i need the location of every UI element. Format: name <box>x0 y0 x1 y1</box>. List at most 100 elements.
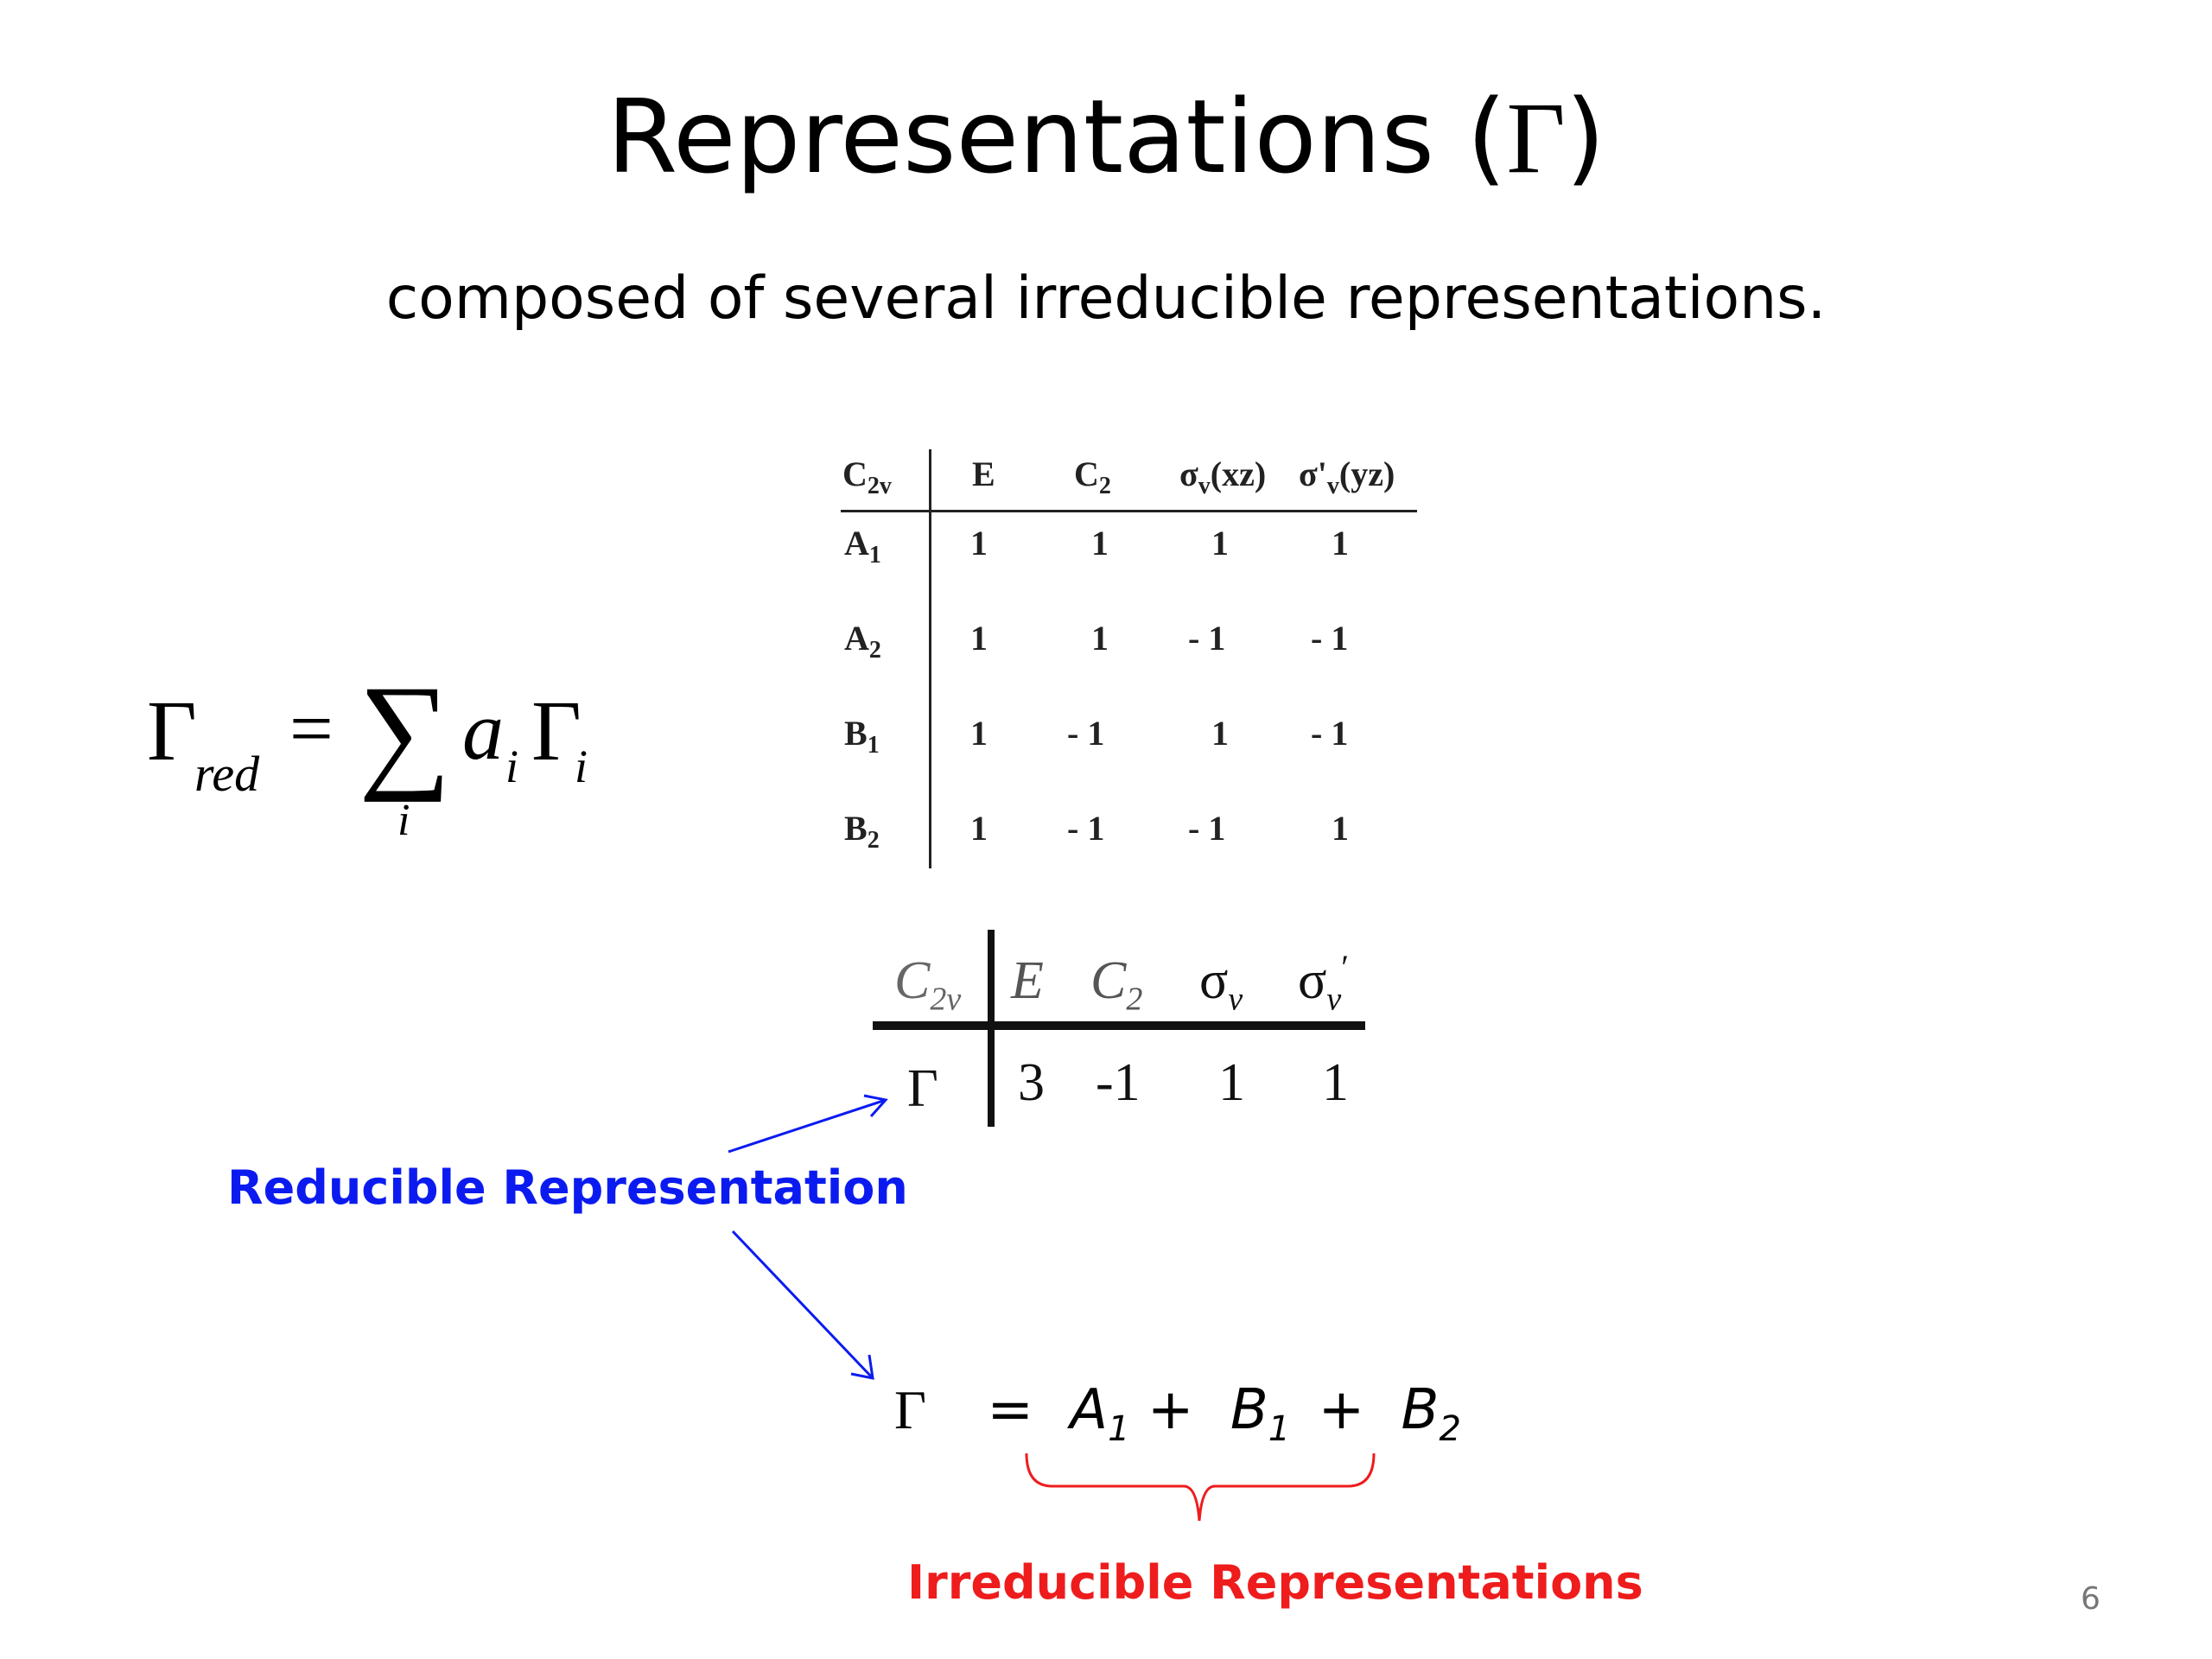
decomposition-term-b2: B2 <box>1401 1378 1461 1449</box>
table-cell: 1 <box>970 524 988 563</box>
header-e-text: E <box>972 454 995 493</box>
group-subscript: 2v <box>867 473 892 499</box>
group-symbol: C <box>842 454 868 493</box>
term-label: B <box>1401 1378 1440 1442</box>
header-sigma-xz-sub: v <box>1198 473 1211 499</box>
decomposition-term-a1: A1 <box>1070 1378 1129 1449</box>
table-cell: 1 <box>1322 1053 1349 1112</box>
table-group-label: C2v <box>842 454 892 500</box>
table-cell: - 1 <box>1188 809 1226 848</box>
page-number: 6 <box>2081 1581 2101 1617</box>
table-cell: 1 <box>1211 524 1229 563</box>
table-cell: 3 <box>1018 1053 1045 1112</box>
table-cell: 1 <box>1332 809 1349 848</box>
header-c2: C2 <box>1074 454 1111 500</box>
reducible-table-group: C2v <box>894 950 961 1018</box>
table-cell: - 1 <box>1311 619 1349 658</box>
header-sigma-yz-text: σ' <box>1299 454 1327 493</box>
table-cell: - 1 <box>1311 714 1349 753</box>
row-label-symbol: A <box>844 524 869 563</box>
reducible-header-sigma-v-prime: σv′ <box>1298 948 1350 1018</box>
title-text: Representations ( <box>607 77 1507 196</box>
header-sigma-xz-text: σ <box>1179 454 1198 493</box>
table-cell: - 1 <box>1067 714 1105 753</box>
decomposition-equation: Γ = A1 + B1 + B2 <box>894 1378 1461 1449</box>
table-cell: - 1 <box>1067 809 1105 848</box>
table-cell: 1 <box>970 619 988 658</box>
row-label: A2 <box>844 618 881 664</box>
formula-sum-symbol: ∑ <box>359 659 451 803</box>
decomposition-equals: = <box>987 1378 1033 1442</box>
table-cell: 1 <box>970 809 988 848</box>
formula-coefficient-subscript: i <box>505 741 519 792</box>
reducible-header-sigma-v: σv <box>1199 950 1243 1018</box>
irreducible-representations-label: Irreducible Representations <box>907 1555 1643 1610</box>
reducible-header-sigma-text: σ <box>1199 951 1229 1010</box>
reducible-header-sigma-prime-sub: v <box>1326 981 1342 1018</box>
header-sigma-yz-sub: v <box>1326 473 1339 499</box>
header-c2-sub: 2 <box>1098 473 1111 499</box>
reducible-header-sigma-prime-text: σ <box>1298 951 1327 1010</box>
table-cell: 1 <box>1211 714 1229 753</box>
row-label-subscript: 2 <box>867 827 880 854</box>
slide-subtitle: composed of several irreducible represen… <box>385 264 1827 333</box>
reducible-group-symbol: C <box>894 951 931 1010</box>
table-header-rule <box>841 510 1417 512</box>
table-cell: 1 <box>970 714 988 753</box>
term-subscript: 1 <box>1268 1408 1291 1449</box>
table-cell: -1 <box>1096 1053 1141 1112</box>
reducible-row-label: Γ <box>907 1059 938 1118</box>
row-label: B1 <box>844 713 880 760</box>
table-cell: 1 <box>1091 524 1109 563</box>
formula-gamma-subscript: red <box>194 746 260 802</box>
table-cell: 1 <box>1332 524 1349 563</box>
slide-title: Representations (Γ) <box>0 76 2212 200</box>
formula-gamma: Γ <box>147 683 197 779</box>
decomposition-term-b1: B1 <box>1230 1378 1290 1449</box>
reducible-header-prime: ′ <box>1341 948 1350 987</box>
row-label-subscript: 2 <box>868 637 881 664</box>
header-sigma-yz: σ'v(yz) <box>1299 454 1395 500</box>
term-subscript: 1 <box>1108 1408 1130 1449</box>
reducible-table-horizontal-rule <box>873 1021 1365 1030</box>
row-label-subscript: 1 <box>868 542 881 569</box>
decomposition-plus: + <box>1318 1378 1365 1442</box>
table-cell: 1 <box>1091 619 1109 658</box>
header-sigma-xz-suffix: (xz) <box>1210 454 1267 493</box>
row-label-subscript: 1 <box>867 732 880 759</box>
sum-formula: Γ red = ∑ i a i Γ i <box>147 659 631 873</box>
reducible-header-c2-text: C <box>1090 951 1127 1010</box>
row-label-symbol: B <box>844 714 868 753</box>
formula-equals: = <box>289 686 334 772</box>
arrow-to-decomposition <box>731 1230 874 1380</box>
formula-term-subscript: i <box>575 741 588 792</box>
header-c2-text: C <box>1074 454 1099 493</box>
reducible-representation-table: C2v E C2 σv σv′ Γ 3 -1 1 1 <box>873 925 1374 1132</box>
term-label: B <box>1230 1378 1268 1442</box>
term-subscript: 2 <box>1439 1408 1461 1449</box>
decomposition-plus: + <box>1147 1378 1194 1442</box>
reducible-table-vertical-rule <box>988 930 995 1127</box>
reducible-header-c2: C2 <box>1090 950 1142 1018</box>
row-label-symbol: B <box>844 809 868 848</box>
header-sigma-yz-suffix: (yz) <box>1338 454 1395 493</box>
table-cell: 1 <box>1218 1053 1245 1112</box>
header-e: E <box>972 454 995 494</box>
reducible-group-subscript: 2v <box>930 981 962 1018</box>
reducible-header-e: E <box>1011 951 1044 1010</box>
row-label: A1 <box>844 523 881 569</box>
title-gamma-symbol: Γ <box>1506 81 1566 194</box>
formula-term-gamma: Γ <box>531 683 582 779</box>
decomposition-gamma: Γ <box>894 1379 926 1439</box>
reducible-header-sigma-sub: v <box>1228 981 1243 1018</box>
irreducible-brace <box>1025 1452 1376 1522</box>
reducible-header-c2-sub: 2 <box>1126 981 1143 1018</box>
reducible-representation-label: Reducible Representation <box>227 1160 908 1215</box>
header-sigma-xz: σv(xz) <box>1179 454 1266 500</box>
character-table: C2v E C2 σv(xz) σ'v(yz) A1 1 1 1 1 A2 1 … <box>834 441 1421 873</box>
row-label-symbol: A <box>844 619 869 658</box>
formula-sum-index: i <box>397 796 410 845</box>
arrow-to-reducible-table <box>728 1094 888 1154</box>
title-close-paren: ) <box>1565 77 1605 196</box>
row-label: B2 <box>844 808 880 855</box>
